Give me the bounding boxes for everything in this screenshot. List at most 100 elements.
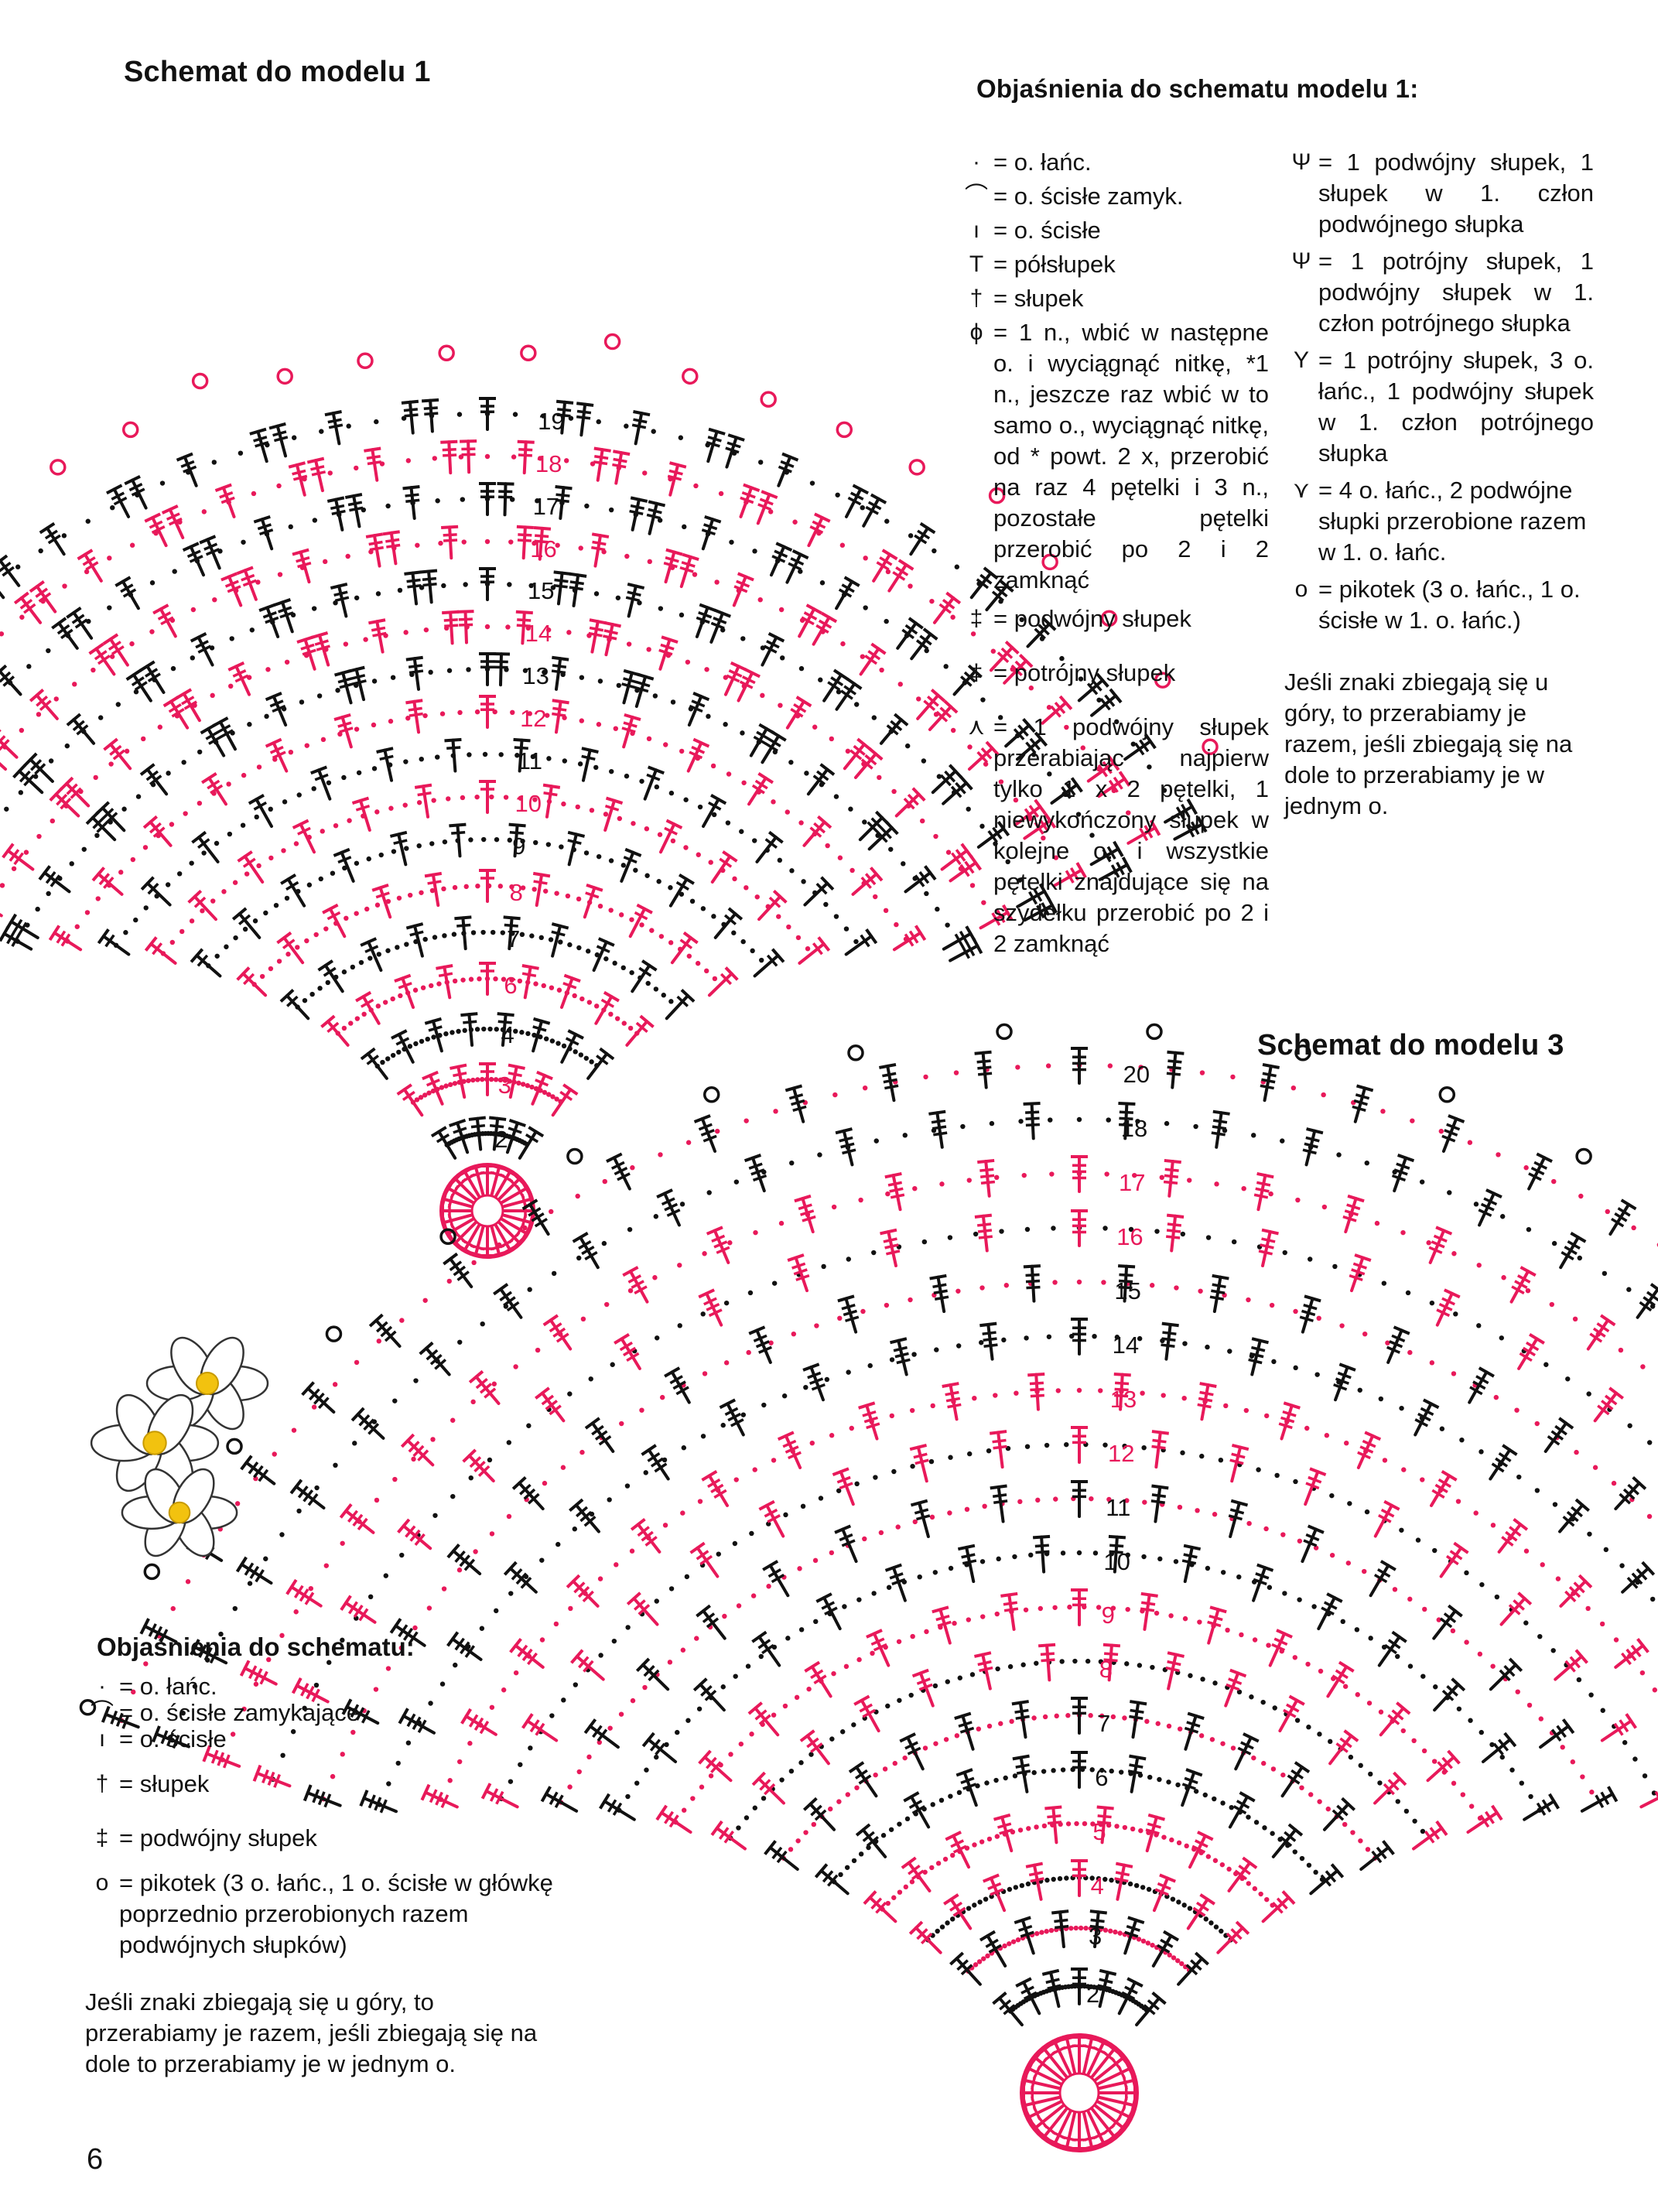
stitch-bar: [764, 1783, 776, 1796]
chain-dot: [1041, 835, 1046, 841]
stitch-post: [590, 620, 600, 654]
stitch-bar: [757, 1639, 771, 1650]
stitch-bar: [402, 1627, 414, 1641]
stitch-bar: [278, 606, 292, 614]
legend-text: = 1 podwójny słupek przerabiając najpier…: [993, 713, 1269, 957]
stitch-bar: [591, 545, 606, 552]
stitch-post: [928, 705, 952, 731]
stitch-top: [540, 1786, 552, 1803]
stitch-top: [562, 1083, 579, 1096]
stitch-bar: [997, 651, 1010, 663]
chain-dot: [1024, 1444, 1031, 1449]
stitch-bar: [1273, 1637, 1288, 1646]
double-treble-icon: ‡: [969, 660, 983, 685]
stitch-top: [706, 1226, 723, 1236]
stitch-top: [969, 855, 983, 871]
chain-dot: [824, 1376, 830, 1383]
stitch-post: [768, 1564, 790, 1598]
stitch-top: [665, 548, 683, 556]
stitch-bar: [1541, 1799, 1552, 1813]
stitch-bar: [1003, 2004, 1016, 2015]
stitch-bar: [406, 578, 421, 583]
stitch-top: [382, 530, 400, 536]
chain-dot: [546, 1092, 552, 1097]
chain-dot: [956, 1790, 962, 1796]
chain-dot: [873, 1475, 878, 1480]
stitch-bar: [884, 1243, 899, 1250]
stitch-bar: [299, 1588, 309, 1602]
stitch-bar: [603, 629, 618, 635]
chain-dot: [891, 1468, 897, 1475]
chain-dot: [884, 518, 890, 524]
stitch-post: [1428, 1229, 1446, 1264]
stitch-top: [449, 822, 467, 828]
stitch-post: [1117, 1981, 1137, 2015]
stitch-bar: [1191, 1844, 1206, 1854]
chain-dot: [654, 784, 660, 790]
chain-dot: [439, 1085, 445, 1090]
stitch-bar: [708, 801, 722, 811]
stitch-post: [35, 585, 57, 614]
stitch-top: [88, 642, 104, 655]
chain-dot: [979, 1340, 984, 1345]
stitch-bar: [406, 1713, 416, 1728]
chain-dot: [326, 780, 332, 785]
stitch-bar: [56, 624, 70, 635]
stitch-top: [930, 688, 946, 703]
chain-dot: [658, 606, 664, 611]
chain-dot: [780, 655, 785, 661]
stitch-bar: [297, 826, 311, 836]
chain-dot: [929, 1865, 935, 1871]
stitch-bar: [757, 503, 772, 511]
chain-dot: [699, 1784, 705, 1790]
chain-dot: [508, 1591, 514, 1596]
round-number: 18: [1120, 1114, 1148, 1142]
stitch-bar: [508, 1072, 522, 1078]
stitch-bar: [911, 1805, 926, 1815]
stitch-post: [132, 673, 152, 703]
stitch-bar: [1513, 1599, 1525, 1611]
chain-dot: [232, 1605, 238, 1612]
stitch-bar: [700, 1685, 713, 1697]
chain-dot: [696, 1706, 703, 1711]
stitch-post: [1023, 2096, 1061, 2108]
stitch-post: [592, 940, 608, 973]
chain-dot: [744, 1118, 749, 1123]
stitch-bar: [147, 672, 161, 682]
stitch-bar: [296, 556, 310, 563]
chain-dot: [1306, 1862, 1312, 1868]
chain-dot: [1099, 1713, 1105, 1719]
chain-dot: [210, 692, 215, 699]
stitch-bar: [2, 566, 15, 577]
stitch-top: [911, 1668, 929, 1678]
chain-dot: [149, 629, 155, 634]
chain-dot: [431, 1034, 436, 1040]
stitch-bar: [551, 930, 566, 937]
stitch-top: [761, 490, 778, 500]
chain-dot: [1400, 1728, 1406, 1734]
chain-dot: [596, 853, 602, 860]
stitch-post: [431, 1019, 443, 1053]
stitch-bar: [911, 1869, 925, 1881]
stitch-top: [959, 775, 973, 791]
stitch-top: [350, 1407, 365, 1422]
stitch-post: [732, 575, 747, 607]
chain-dot: [1378, 1396, 1384, 1402]
chain-dot: [1135, 1119, 1140, 1124]
stitch-bar: [153, 1626, 163, 1640]
stitch-post: [761, 734, 781, 764]
chain-dot: [1299, 1785, 1304, 1790]
stitch-top: [1281, 1890, 1296, 1905]
stitch-bar: [1129, 1715, 1144, 1720]
stitch-top: [430, 1126, 447, 1138]
chain-dot: [1187, 1178, 1192, 1183]
stitch-top: [1113, 1373, 1131, 1377]
stitch-bar: [698, 1123, 713, 1131]
chain-dot: [798, 1627, 805, 1633]
chain-dot: [777, 857, 783, 863]
stitch-bar: [1621, 1652, 1632, 1666]
chain-dot: [416, 800, 422, 805]
legend-text: = półsłupek: [993, 251, 1116, 278]
stitch-post: [452, 1549, 482, 1576]
chain-dot: [169, 939, 176, 945]
